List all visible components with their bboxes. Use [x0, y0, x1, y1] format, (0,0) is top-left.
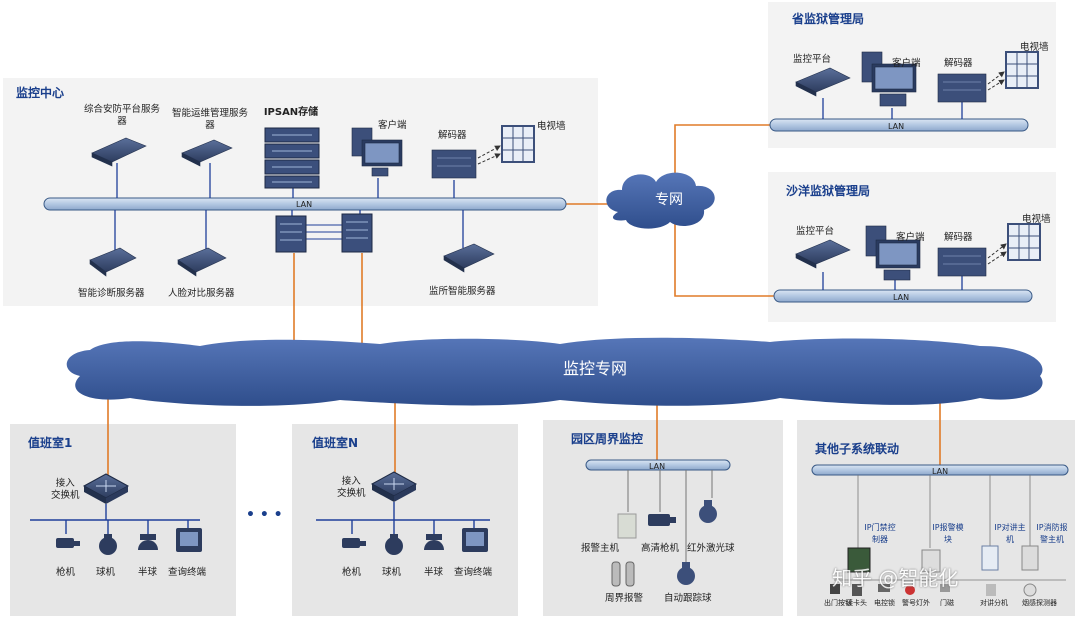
watermark: 知乎 @智能化: [832, 566, 959, 590]
perimeter-device-icons: [611, 500, 717, 587]
ip-access-controller-label: IP门禁控制器: [864, 523, 896, 544]
dutyN-switch-label: 接入 交换机: [337, 476, 366, 499]
center-decoder-label: 解码器: [438, 130, 467, 141]
auto-track-label: 自动跟踪球: [664, 593, 712, 604]
ir-dome-label: 红外激光球: [687, 543, 735, 554]
other-lan-label: LAN: [932, 467, 949, 476]
decoder-icons: [431, 73, 987, 277]
provincial-lan-bus: [769, 118, 1029, 132]
link-private-net-to-shayang: [674, 215, 776, 297]
private-net-cloud: [606, 172, 715, 229]
shayang-platform-label: 监控平台: [796, 226, 835, 237]
monitor-net-label: 监控专网: [563, 359, 628, 378]
shayang-title: 沙洋监狱管理局: [786, 184, 871, 198]
perimeter-alarm-label: 周界报警: [605, 593, 644, 604]
perimeter-title: 园区周界监控: [571, 432, 644, 446]
other-subsystem-zone: [797, 420, 1075, 616]
provincial-tv-wall-label: 电视墙: [1020, 42, 1049, 53]
link-private-net-to-provincial: [674, 124, 772, 190]
ipsan-label: IPSAN存储: [263, 107, 319, 118]
provincial-client-label: 客户端: [892, 58, 921, 69]
ip-intercom-host-label: IP对讲主机: [994, 523, 1026, 544]
intercom-ext-label: 对讲分机: [980, 599, 1008, 607]
duty-room-switch-icons: [82, 471, 418, 504]
diagnosis-server-label: 智能诊断服务器: [78, 288, 145, 299]
exit-button-label: 出门按钮: [824, 599, 852, 607]
lan-buses: [43, 118, 1069, 476]
dutyN-ball-label: 球机: [382, 567, 402, 578]
card-reader-label: 读卡头: [846, 599, 867, 607]
alarm-light-label: 警号灯外: [902, 599, 930, 607]
monitor-center-title: 监控中心: [16, 86, 65, 100]
duty1-terminal-label: 查询终端: [168, 567, 207, 578]
provincial-title: 省监狱管理局: [792, 12, 865, 26]
ip-fire-alarm-host-label: IP消防报警主机: [1036, 523, 1068, 544]
door-sensor-label: 门磁: [940, 599, 954, 607]
ipsan-storage-icon: [264, 127, 320, 189]
provincial-lan-label: LAN: [888, 122, 905, 131]
center-client-label: 客户端: [378, 120, 407, 131]
tv-wall-icons: [501, 51, 1041, 261]
center-lan-label: LAN: [296, 200, 313, 209]
duty1-title: 值班室1: [28, 436, 73, 450]
provincial-platform-label: 监控平台: [793, 54, 832, 65]
other-subsystem-title: 其他子系统联动: [815, 442, 900, 456]
other-lan-bus: [811, 464, 1069, 476]
duty-camera-icons: [56, 528, 488, 555]
shayang-lan-label: LAN: [893, 293, 910, 302]
smart-server-label: 监所智能服务器: [429, 286, 496, 297]
duty1-ball-label: 球机: [96, 567, 116, 578]
private-net-label: 专网: [655, 192, 683, 208]
duty1-dome-label: 半球: [138, 567, 158, 578]
ellipsis: • • •: [246, 507, 283, 523]
perimeter-lan-label: LAN: [649, 462, 666, 471]
security-platform-server-label: 综合安防平台服务器: [83, 104, 160, 127]
smoke-detector-label: 烟感探测器: [1022, 599, 1057, 607]
center-tv-wall-label: 电视墙: [537, 121, 566, 132]
shayang-decoder-label: 解码器: [944, 232, 973, 243]
hd-camera-label: 高清枪机: [641, 543, 680, 554]
other-subsystem-device-icons: [830, 545, 1039, 597]
center-lan-bus: [43, 197, 567, 211]
monitor-net-cloud: [66, 337, 1043, 406]
ip-alarm-module-label: IP报警模块: [932, 523, 964, 544]
ops-server-label: 智能运维管理服务器: [171, 108, 248, 131]
duty1-gun-label: 枪机: [56, 567, 76, 578]
shayang-client-label: 客户端: [896, 232, 925, 243]
dutyN-title: 值班室N: [312, 436, 359, 450]
electric-lock-label: 电控锁: [874, 599, 895, 607]
dutyN-gun-label: 枪机: [342, 567, 362, 578]
storage-expansion-icons: [275, 213, 373, 253]
client-workstation-icons: [351, 51, 921, 281]
shayang-lan-bus: [773, 289, 1033, 303]
perimeter-lan-bus: [585, 459, 731, 471]
face-server-label: 人脸对比服务器: [168, 288, 235, 299]
provincial-decoder-label: 解码器: [944, 58, 973, 69]
dutyN-terminal-label: 查询终端: [454, 567, 493, 578]
dutyN-dome-label: 半球: [424, 567, 444, 578]
shayang-tv-wall-label: 电视墙: [1022, 214, 1051, 225]
rack-server-icons: [89, 67, 851, 277]
duty1-switch-label: 接入 交换机: [51, 478, 80, 501]
wan-links: [107, 124, 941, 478]
alarm-host-label: 报警主机: [581, 543, 620, 554]
